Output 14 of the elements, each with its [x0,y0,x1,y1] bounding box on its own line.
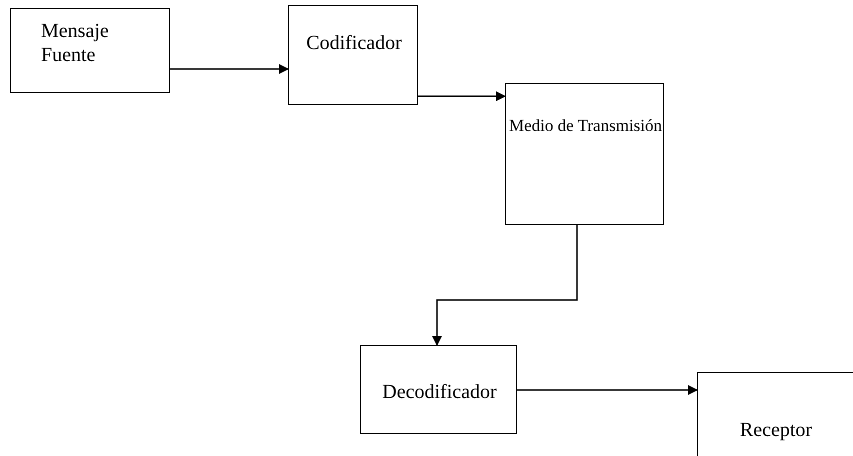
process-box [10,8,170,93]
arrow [170,64,289,74]
box-label: Receptor [738,418,814,442]
process-box [505,83,664,225]
process-box [360,345,517,434]
box-label: Codificador [305,31,403,55]
process-box [288,5,418,105]
process-box [697,372,853,456]
arrow [418,91,506,102]
box-label: Mensaje Fuente [41,19,110,67]
box-label: Decodificador [381,380,498,404]
arrow [432,225,578,346]
box-label: Medio de Transmisión [508,115,664,137]
arrow [517,385,698,395]
